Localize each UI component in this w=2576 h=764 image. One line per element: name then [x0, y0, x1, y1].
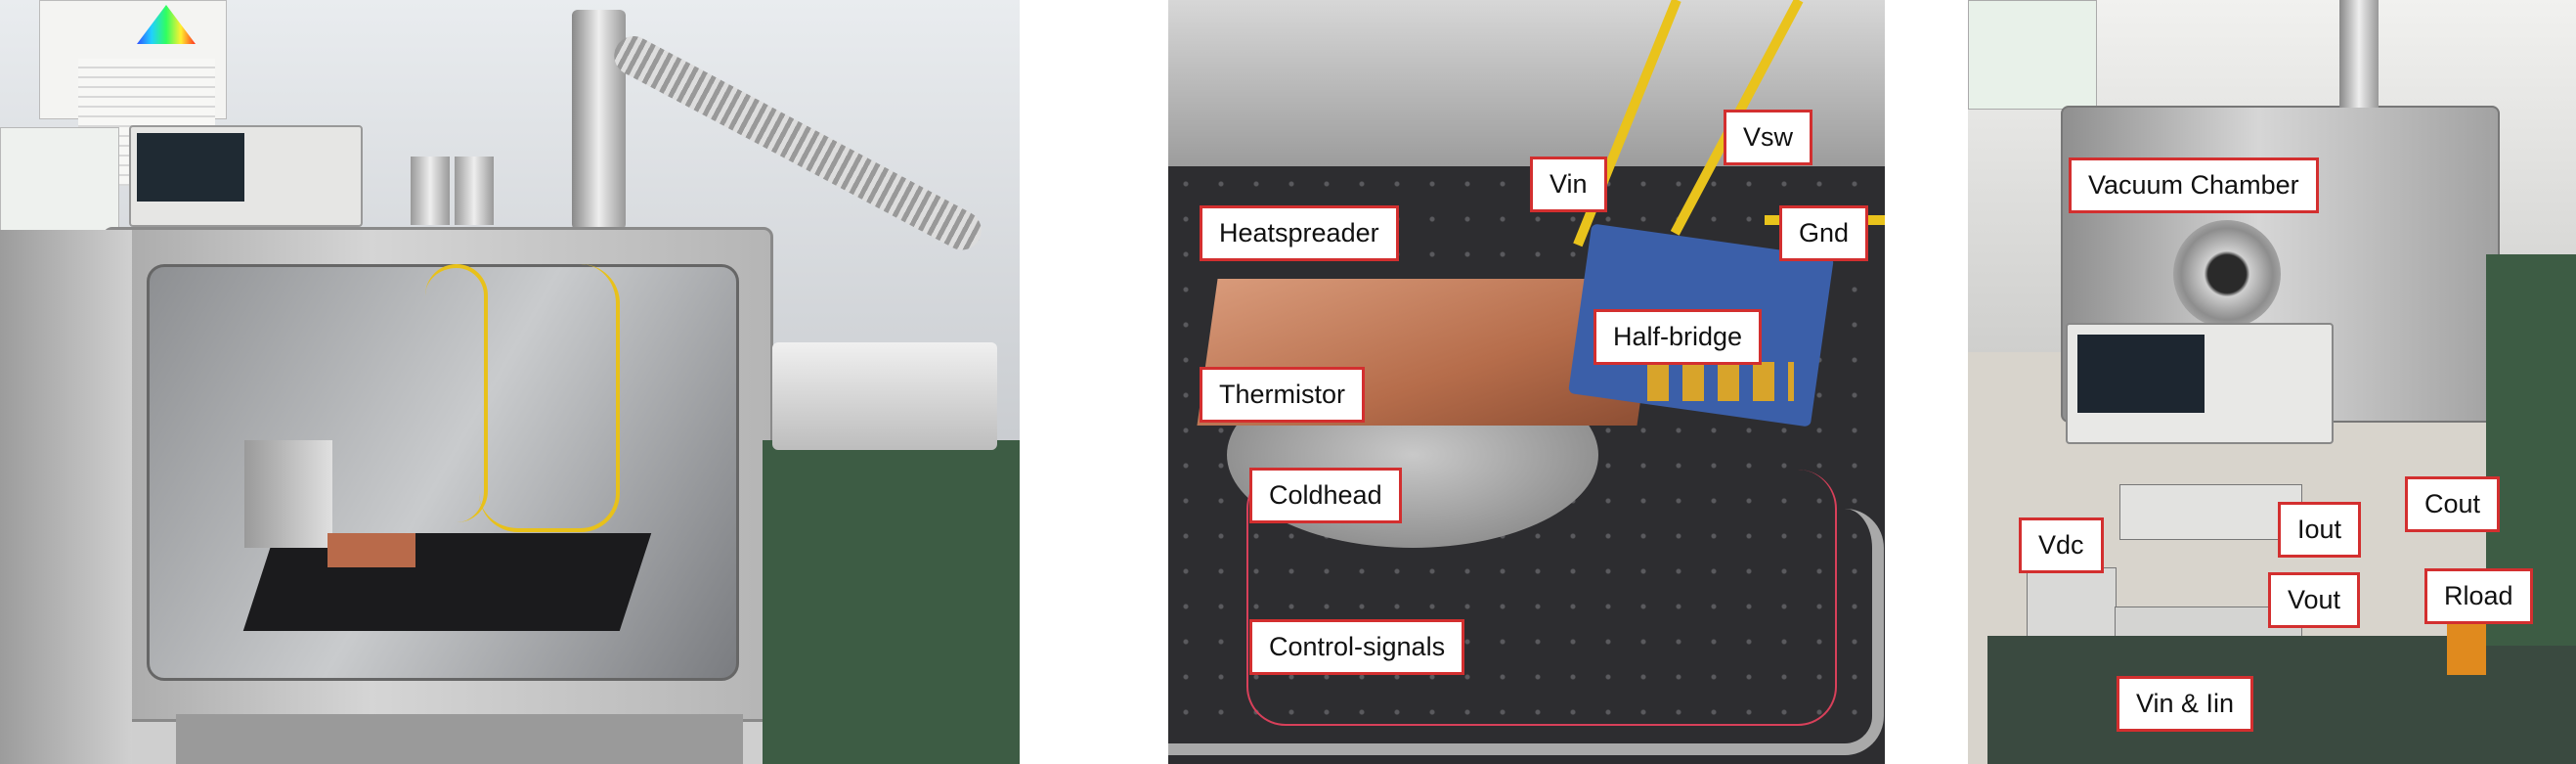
- label-vin: Vin: [1530, 157, 1607, 212]
- label-gnd: Gnd: [1779, 205, 1869, 261]
- wall-poster: [1968, 0, 2097, 110]
- chamber-door: [0, 230, 132, 764]
- bench-table: [1987, 636, 2576, 764]
- photo-panel-half-bridge-closeup: Heatspreader Vin Vsw Gnd Half-bridge The…: [1168, 0, 1885, 764]
- grey-control-cable: [1168, 509, 1884, 755]
- yellow-cable: [425, 264, 488, 522]
- label-vout: Vout: [2268, 572, 2361, 628]
- yellow-cable: [479, 264, 620, 532]
- label-half-bridge: Half-bridge: [1594, 309, 1763, 365]
- label-rload: Rload: [2424, 568, 2533, 624]
- power-analyzer: [2119, 484, 2302, 540]
- label-heatspreader: Heatspreader: [1200, 205, 1399, 261]
- dc-supply: [2027, 567, 2117, 643]
- red-wire: [1246, 470, 1837, 726]
- sma-connectors: [1647, 362, 1794, 401]
- label-iout: Iout: [2278, 502, 2362, 558]
- label-vdc: Vdc: [2019, 517, 2104, 573]
- label-vacuum-chamber: Vacuum Chamber: [2069, 157, 2319, 213]
- oscilloscope-screen: [137, 133, 244, 202]
- vacuum-column: [2339, 0, 2379, 108]
- load-resistor: [2447, 621, 2486, 675]
- photo-panel-measurement-setup: Vacuum Chamber Cout Iout Vdc Vout Rload …: [1968, 0, 2576, 764]
- label-vsw: Vsw: [1724, 110, 1813, 165]
- label-cout: Cout: [2405, 476, 2501, 532]
- table-frame: [176, 714, 743, 764]
- label-thermistor: Thermistor: [1200, 367, 1366, 423]
- copper-heatspreader: [327, 533, 415, 567]
- breadboard-plate: [242, 533, 652, 631]
- green-cabinet: [763, 440, 1020, 764]
- label-control-signals: Control-signals: [1249, 619, 1465, 675]
- turbo-pump: [772, 342, 997, 450]
- viewport-flange: [2173, 220, 2281, 328]
- label-coldhead: Coldhead: [1249, 468, 1402, 523]
- wall-poster: [0, 127, 119, 247]
- valve: [411, 157, 450, 225]
- oscilloscope-screen: [2077, 335, 2205, 413]
- valve: [455, 157, 494, 225]
- label-vin-iin: Vin & Iin: [2117, 676, 2254, 732]
- sample-holder: [244, 440, 332, 548]
- photo-panel-chamber-overview: [0, 0, 1020, 764]
